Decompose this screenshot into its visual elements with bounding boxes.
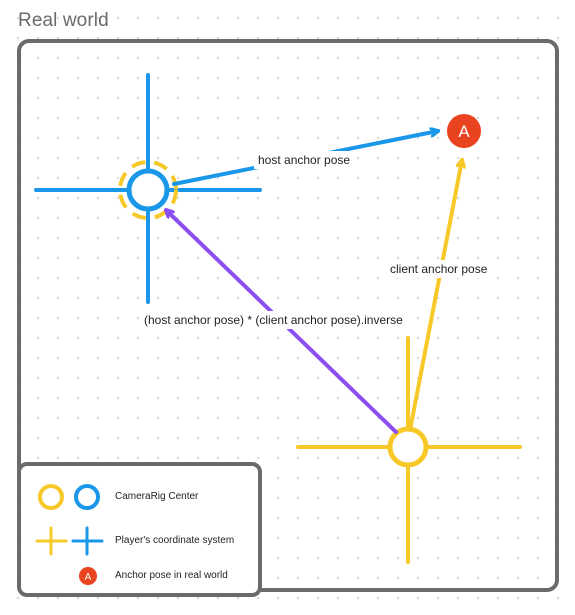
client-coordinate-system — [296, 336, 522, 564]
relative-pose-label: (host anchor pose) * (client anchor pose… — [140, 311, 407, 329]
legend-icons: A — [35, 484, 104, 585]
frame-title: Real world — [18, 10, 109, 31]
circle-pair-icon — [38, 484, 100, 510]
host-anchor-pose-label: host anchor pose — [254, 151, 355, 169]
legend-anchor-marker: A — [85, 572, 92, 583]
anchor-a-icon: A — [79, 567, 97, 585]
real-world-frame — [17, 39, 559, 592]
anchor-point-label: A — [458, 122, 470, 141]
client-anchor-pose-label: client anchor pose — [386, 260, 492, 278]
cross-pair-icon — [35, 526, 104, 556]
client-anchor-pose-arrow — [408, 160, 462, 432]
legend-item-player-coordinate-system: Player's coordinate system — [115, 535, 235, 546]
legend-item-anchor-pose: Anchor pose in real world — [115, 570, 228, 581]
anchor-point: A — [447, 114, 481, 148]
legend: A CameraRig Center Player's coordinate s… — [17, 462, 262, 597]
legend-item-camerarig-center: CameraRig Center — [115, 491, 199, 502]
host-coordinate-system — [34, 73, 262, 304]
